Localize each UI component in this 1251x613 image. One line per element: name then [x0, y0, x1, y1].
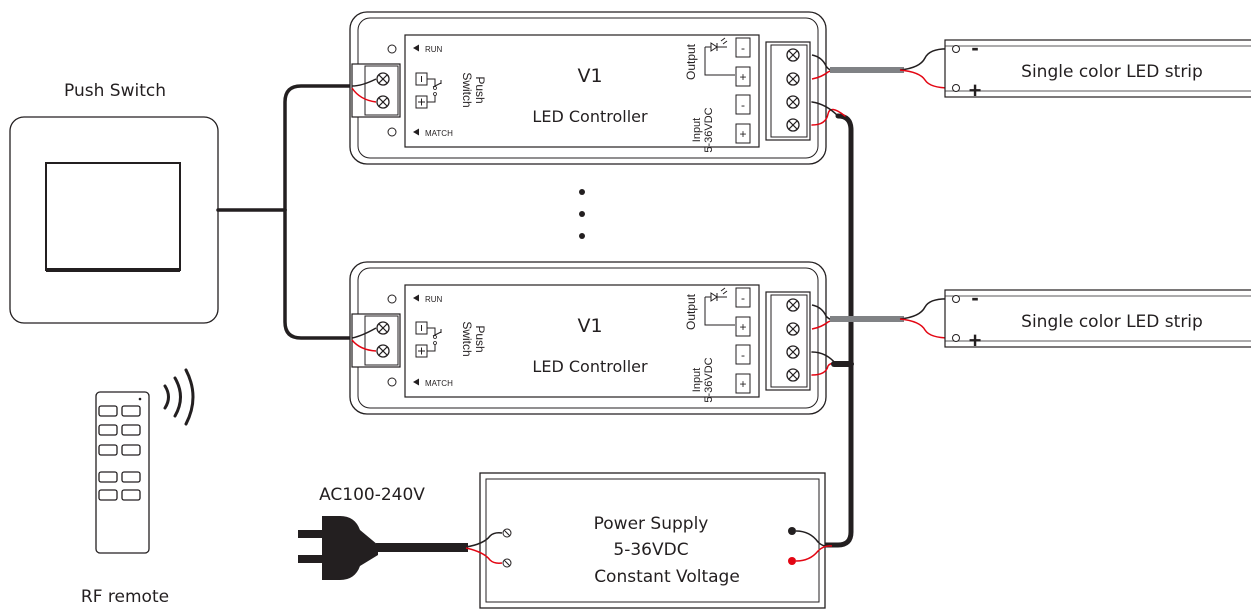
rf-remote: RF remote — [81, 368, 195, 607]
led-controller-1: RUN MATCH Push Switch V1 LED Controller … — [349, 11, 827, 165]
push-switch: Push Switch — [9, 81, 219, 324]
power-supply-title: Power Supply — [594, 514, 709, 534]
led-strip-label: Single color LED strip — [1021, 62, 1203, 82]
controller-model: V1 — [577, 315, 602, 337]
signal-waves-icon — [163, 368, 195, 426]
plug-body — [322, 516, 378, 580]
dc-minus-terminal — [788, 527, 796, 535]
output-minus: - — [741, 291, 745, 305]
ac-plug: AC100-240V — [298, 485, 503, 580]
led-strip-label: Single color LED strip — [1021, 312, 1203, 332]
plug-prong-bottom — [298, 555, 324, 563]
strip-minus: - — [971, 285, 978, 310]
ac-input-label: AC100-240V — [319, 485, 425, 505]
switch-rocker — [45, 162, 181, 271]
controller-label-panel — [404, 284, 760, 398]
match-label: MATCH — [425, 129, 453, 138]
strip-plus: + — [969, 78, 982, 103]
input-plus: + — [739, 377, 746, 391]
power-supply: Power Supply 5-36VDC Constant Voltage — [479, 472, 826, 609]
power-bus-wires — [811, 101, 854, 548]
output-minus: - — [741, 41, 745, 55]
output-plus: + — [739, 70, 746, 84]
led-strip-2: - + Single color LED strip — [944, 285, 1251, 353]
push-switch-text-2: Switch — [460, 72, 474, 107]
run-label: RUN — [425, 45, 443, 54]
match-label: MATCH — [425, 379, 453, 388]
dc-output-wires — [795, 530, 833, 562]
controller-model: V1 — [577, 65, 602, 87]
led-controller-2: RUN MATCH Push Switch V1 LED Controller … — [349, 261, 827, 415]
led-strip-body — [944, 289, 1251, 348]
ac-terminals — [502, 528, 512, 568]
switch-wires — [216, 84, 352, 340]
input-voltage-label: 5-36VDC — [703, 107, 715, 152]
output-label: Output — [684, 293, 698, 330]
push-switch-text-1: Push — [473, 76, 487, 103]
controller-label-panel — [404, 34, 760, 148]
controller-name: LED Controller — [532, 357, 648, 376]
input-minus: - — [741, 98, 745, 112]
power-supply-voltage: 5-36VDC — [613, 540, 688, 560]
dc-plus-terminal — [788, 557, 796, 565]
run-label: RUN — [425, 295, 443, 304]
input-plus: + — [739, 127, 746, 141]
power-supply-type: Constant Voltage — [594, 567, 740, 587]
input-label: Input — [691, 368, 703, 392]
remote-buttons — [98, 405, 141, 501]
rf-remote-label: RF remote — [81, 587, 169, 607]
plug-prong-top — [298, 530, 324, 538]
strip-minus: - — [971, 35, 978, 60]
output-plus: + — [739, 320, 746, 334]
input-label: Input — [691, 118, 703, 142]
push-switch-text-2: Switch — [460, 321, 474, 356]
strip-plus: + — [969, 328, 982, 353]
input-voltage-label: 5-36VDC — [703, 357, 715, 402]
more-controllers-ellipsis — [579, 189, 585, 239]
output-cables — [811, 48, 951, 339]
controller-name: LED Controller — [532, 107, 648, 126]
led-strip-body — [944, 39, 1251, 98]
power-supply-box — [479, 472, 826, 609]
input-minus: - — [741, 348, 745, 362]
led-strip-1: - + Single color LED strip — [944, 35, 1251, 103]
output-label: Output — [684, 43, 698, 80]
push-switch-label: Push Switch — [64, 81, 166, 101]
push-switch-text-1: Push — [473, 325, 487, 352]
